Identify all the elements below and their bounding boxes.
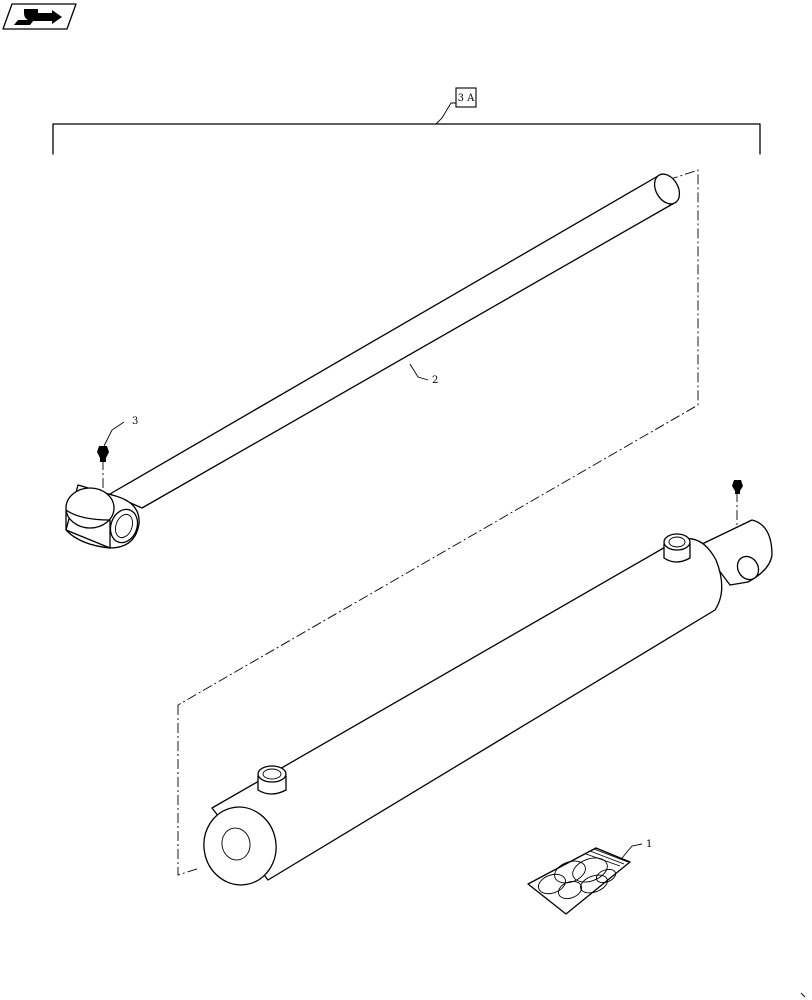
corner-mark [800, 992, 806, 998]
alignment-line-upper [177, 169, 699, 706]
callout-item-1[interactable]: 1 [646, 839, 652, 850]
callout-item-3[interactable]: 3 [132, 416, 138, 427]
grease-fitting-rod[interactable] [97, 446, 109, 462]
seal-kit[interactable] [527, 847, 631, 915]
callout-assembly[interactable]: 3 A [455, 87, 477, 108]
alignment-line-lower [177, 705, 201, 876]
callout-item-2[interactable]: 2 [432, 375, 438, 386]
return-arrow-icon[interactable] [2, 3, 77, 30]
callout-assembly-label: 3 A [458, 93, 476, 104]
grease-fitting-barrel[interactable] [732, 480, 743, 494]
leader-item-2 [409, 363, 429, 381]
piston-rod[interactable] [65, 170, 685, 549]
cylinder-barrel[interactable] [198, 519, 773, 891]
assembly-bracket [52, 102, 761, 155]
leader-item-3 [103, 421, 125, 447]
leader-item-1 [621, 843, 643, 859]
